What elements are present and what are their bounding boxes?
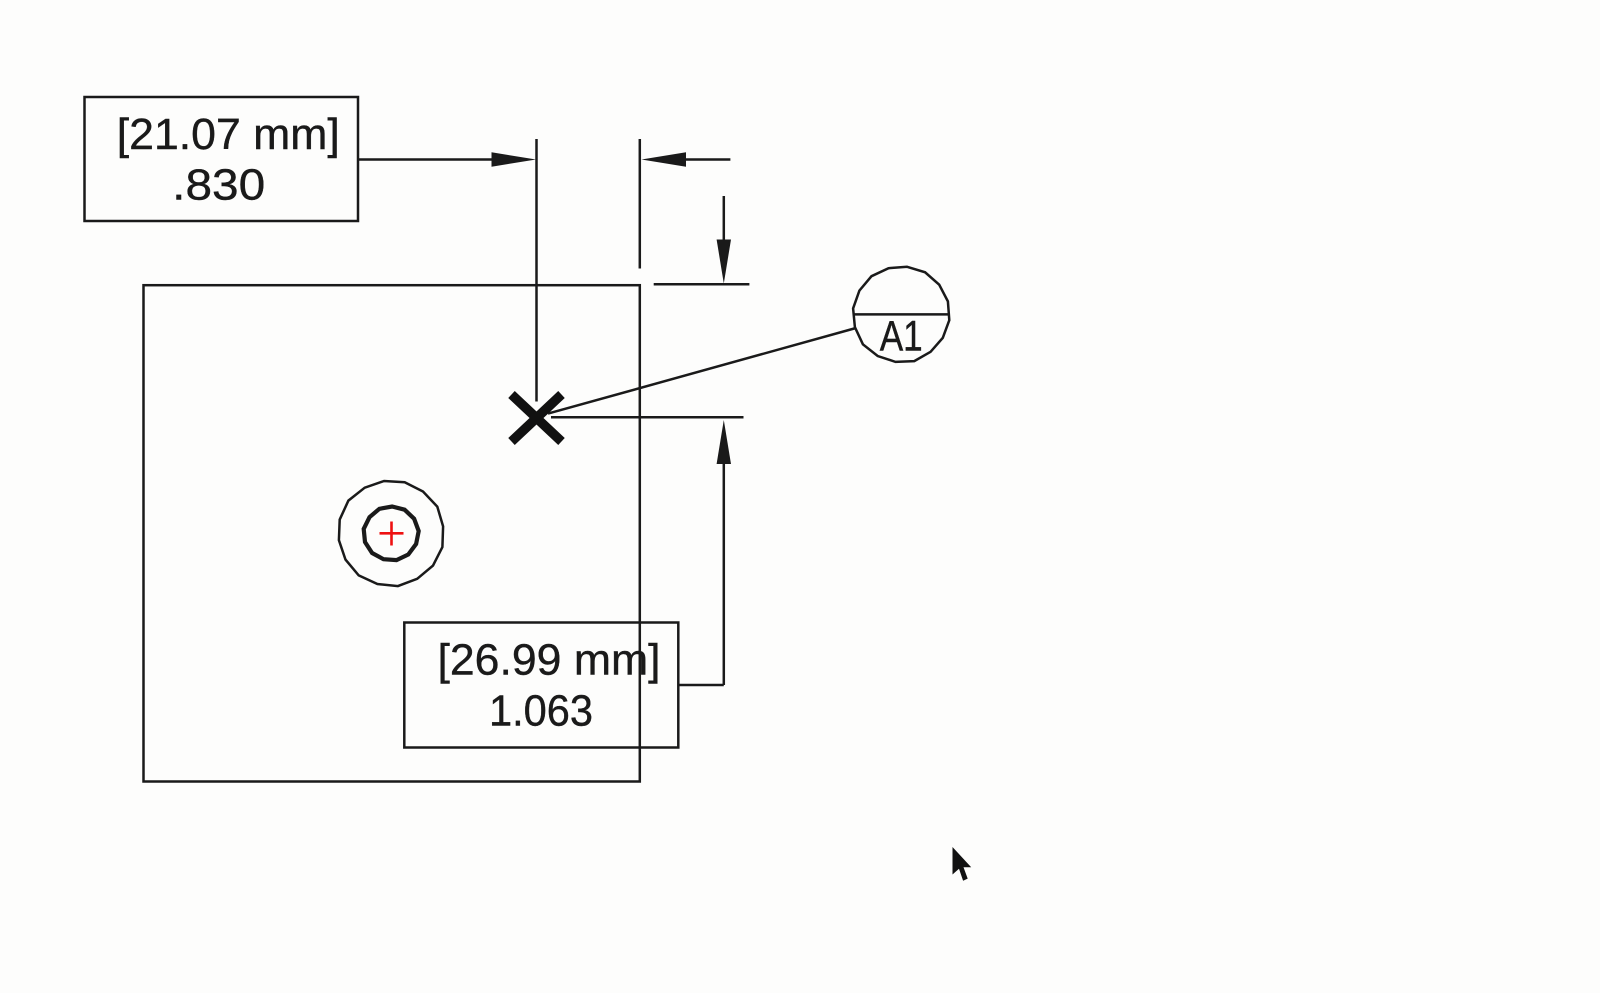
svg-text:A1: A1	[880, 313, 923, 360]
svg-text:[21.07 mm]: [21.07 mm]	[117, 111, 340, 159]
svg-text:1.063: 1.063	[489, 688, 593, 736]
svg-text:.830: .830	[172, 161, 265, 209]
svg-text:[26.99 mm]: [26.99 mm]	[438, 636, 661, 684]
